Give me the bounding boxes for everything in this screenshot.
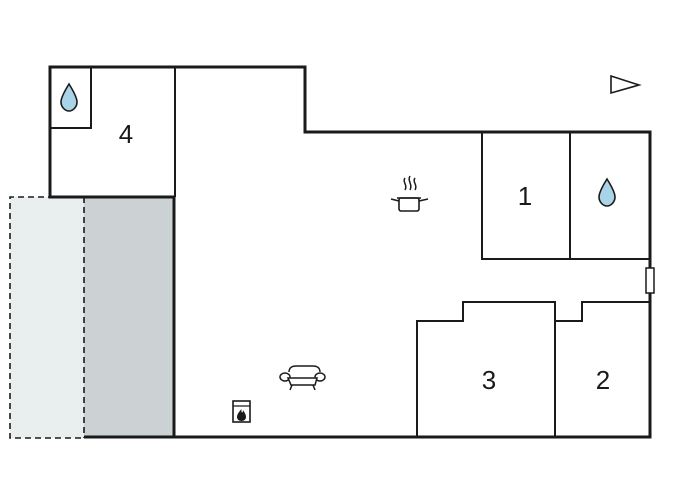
room-label-3: 3 <box>482 365 496 395</box>
room-label-4: 4 <box>119 119 133 149</box>
window <box>645 267 655 294</box>
bathroom-small-walls <box>50 67 92 129</box>
water-drop-icon <box>60 82 78 112</box>
room2-walls <box>555 301 650 322</box>
cooking-pot-icon <box>390 175 429 212</box>
north-arrow-icon <box>610 74 642 95</box>
fireplace-icon <box>232 400 251 423</box>
outer-wall <box>48 65 652 439</box>
sofa-icon <box>279 365 326 391</box>
room3-walls <box>416 301 556 437</box>
water-drop-icon <box>598 177 616 207</box>
room-label-1: 1 <box>518 181 532 211</box>
room-label-2: 2 <box>596 365 610 395</box>
terrace-covered <box>84 197 174 438</box>
terrace-outline <box>9 196 84 439</box>
room1-walls <box>481 132 650 260</box>
terrace-open <box>10 197 84 438</box>
